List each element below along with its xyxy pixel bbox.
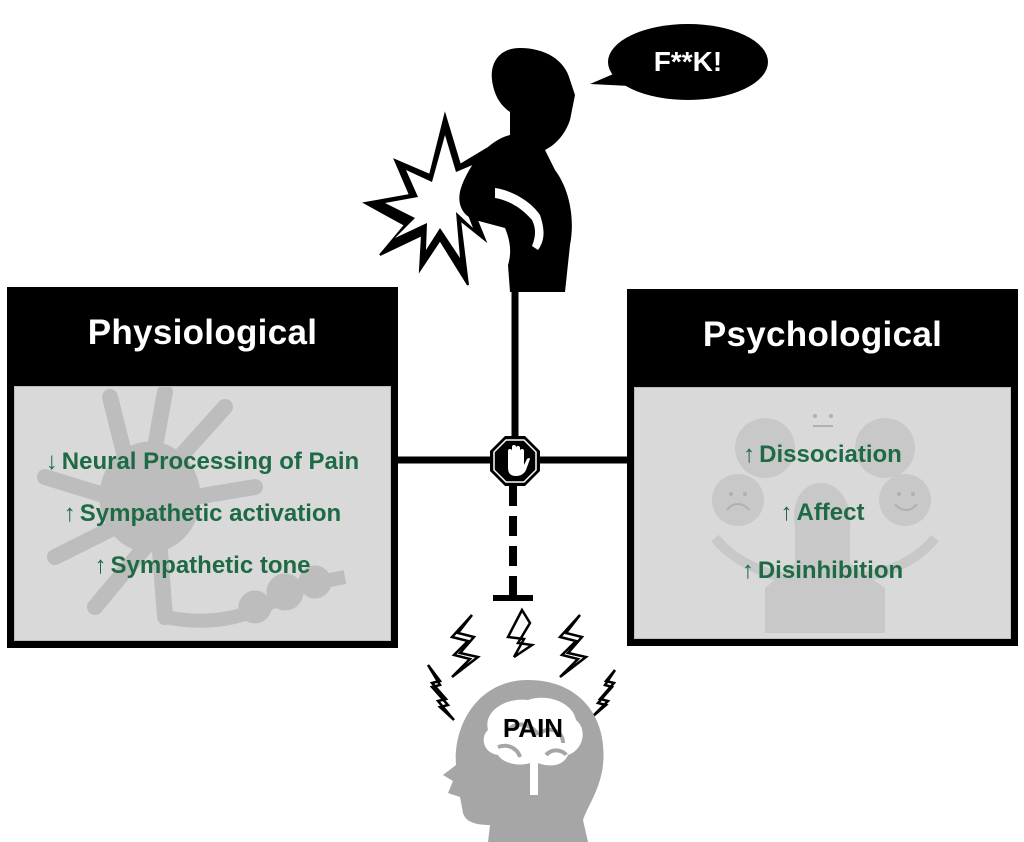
psychological-item: ↑Affect [780, 499, 864, 527]
lightning-bolt-icon [449, 614, 481, 678]
item-label: Dissociation [759, 441, 902, 468]
person-with-emotions-icon [711, 414, 939, 633]
psychological-panel: Psychological ↑Dissociation ↑Affect ↑Di [627, 289, 1018, 646]
psychological-body: ↑Dissociation ↑Affect ↑Disinhibition [634, 387, 1011, 639]
arrow-up-icon: ↑ [780, 499, 793, 526]
arrow-up-icon: ↑ [63, 499, 76, 527]
item-label: Disinhibition [757, 557, 904, 584]
stop-hand-icon [490, 436, 540, 486]
arrow-up-icon: ↑ [741, 557, 754, 584]
physiological-item: ↑Sympathetic tone [94, 552, 310, 580]
psychological-item: ↑Dissociation [743, 441, 902, 469]
physiological-body: ↓Neural Processing of Pain ↑Sympathetic … [14, 386, 391, 641]
item-label: Affect [796, 499, 865, 526]
pain-label: PAIN [502, 713, 564, 743]
lightning-bolts [426, 607, 617, 721]
head-brain-icon: PAIN [438, 675, 618, 842]
physiological-item: ↑Sympathetic activation [64, 500, 341, 528]
physiological-item: ↓Neural Processing of Pain [46, 448, 359, 476]
speech-bubble-text: F**K! [653, 46, 723, 77]
item-label: Sympathetic tone [110, 551, 311, 579]
speech-bubble: F**K! [590, 24, 770, 104]
neuron-icon [37, 387, 347, 628]
item-label: Sympathetic activation [79, 499, 342, 527]
lightning-bolt-icon [557, 614, 589, 678]
item-label: Neural Processing of Pain [61, 447, 360, 475]
lightning-bolt-icon [506, 607, 536, 659]
arrow-up-icon: ↑ [743, 441, 756, 468]
psychological-title: Psychological [702, 315, 943, 354]
physiological-title: Physiological [87, 313, 318, 352]
psychological-item: ↑Disinhibition [742, 557, 903, 585]
lightning-bolt-icon [426, 664, 455, 721]
person-in-pain-icon [362, 48, 575, 292]
arrow-down-icon: ↓ [45, 447, 58, 475]
physiological-panel: Physiological ↓Neural Processing of Pain… [7, 287, 398, 648]
arrow-up-icon: ↑ [94, 551, 107, 579]
